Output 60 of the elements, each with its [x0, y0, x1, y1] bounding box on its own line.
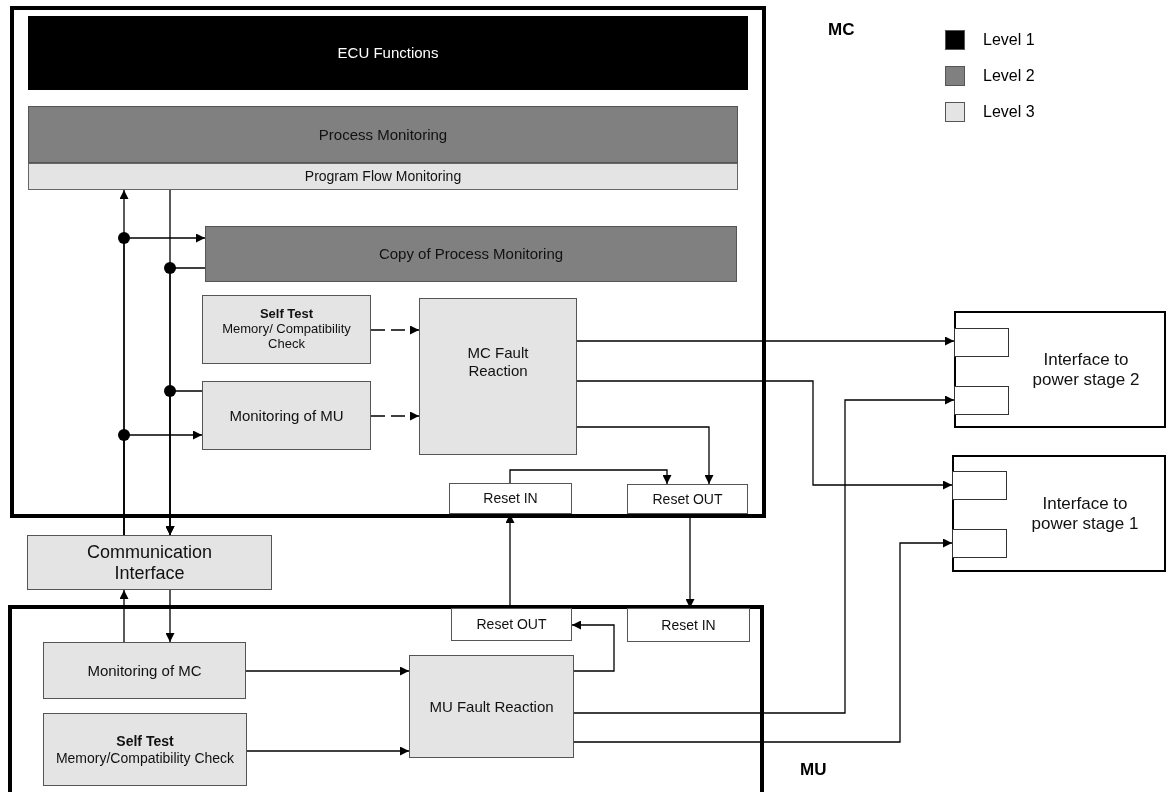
port-box	[951, 528, 1007, 558]
legend-label: Level 1	[983, 31, 1035, 49]
block-label: Interface to power stage 2	[1031, 349, 1141, 390]
arrow	[571, 620, 615, 672]
block-label: Reset OUT	[475, 616, 548, 633]
arrow	[370, 411, 420, 421]
block-label: Monitoring of MU	[228, 406, 345, 425]
port-box	[953, 327, 1009, 357]
level-3-block	[202, 295, 371, 364]
block-label: Memory/Compatibility Check	[54, 749, 236, 766]
port-box	[627, 484, 748, 514]
level-3-block	[202, 381, 371, 450]
block-label: ECU Functions	[336, 44, 440, 62]
arrow	[119, 589, 129, 643]
legend-label: Level 2	[983, 67, 1035, 85]
level-3-block	[409, 655, 574, 758]
block-label: Monitoring of MC	[86, 661, 203, 680]
arrow	[245, 666, 410, 676]
arrow	[573, 395, 955, 714]
interface-box	[952, 455, 1166, 572]
block-label: Communication Interface	[85, 541, 214, 584]
block-label: Process Monitoring	[317, 125, 449, 144]
block-label: Reset IN	[482, 490, 539, 507]
block-label: Memory/ Compatibility Check	[221, 322, 352, 352]
port-box	[451, 608, 572, 641]
arrow	[165, 589, 175, 643]
level-3-block	[43, 642, 246, 699]
block-label: Reset OUT	[651, 490, 724, 508]
block-label: MU Fault Reaction	[428, 697, 555, 716]
level-3-block	[27, 535, 272, 590]
level-1-block	[28, 16, 748, 90]
level-3-block	[419, 298, 577, 455]
level-2-block	[28, 106, 738, 163]
port-box	[951, 470, 1007, 500]
block-label: MC	[827, 20, 856, 40]
level-3-band	[28, 163, 738, 190]
port-box	[627, 608, 750, 642]
port-box	[449, 483, 572, 514]
arrow	[246, 746, 410, 756]
interface-box	[954, 311, 1166, 428]
arrow	[509, 469, 672, 485]
level-2-block	[205, 226, 737, 282]
block-heading: Self Test	[115, 733, 175, 750]
block-label: Copy of Process Monitoring	[377, 245, 565, 263]
block-label: Reset IN	[660, 616, 717, 634]
block-heading: Self Test	[258, 307, 315, 323]
arrow	[576, 380, 953, 490]
level-3-block	[43, 713, 247, 786]
block-label: MC Fault Reaction	[466, 344, 530, 379]
block-label: Interface to power stage 1	[1030, 493, 1140, 534]
arrow	[576, 426, 714, 485]
block-label: MU	[799, 760, 828, 780]
block-label: Program Flow Monitoring	[303, 168, 463, 185]
port-box	[953, 385, 1009, 415]
arrow	[123, 430, 203, 536]
legend-label: Level 3	[983, 103, 1035, 121]
arrow	[576, 336, 955, 346]
arrow	[573, 538, 953, 743]
arrow	[370, 325, 420, 335]
arrow	[165, 390, 203, 536]
